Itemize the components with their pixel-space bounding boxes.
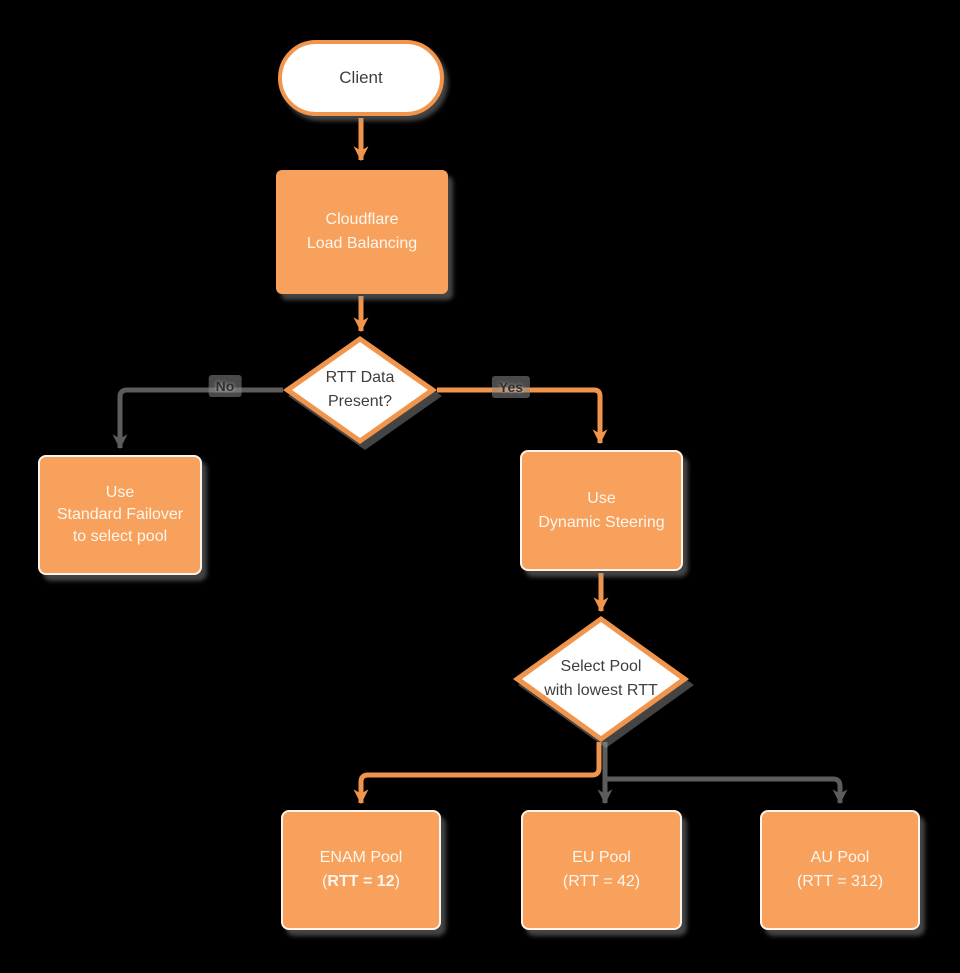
- node-standard-failover: Use Standard Failover to select pool: [38, 455, 202, 575]
- node-rtt-data-present-decision: RTT Data Present?: [283, 336, 442, 450]
- node-enam-pool-rtt-value: RTT = 12: [327, 873, 395, 890]
- node-rtt-decision-line2: Present?: [327, 393, 393, 410]
- node-select-pool-line2: with lowest RTT: [544, 682, 658, 699]
- edge-select-pool-to-enam: [353, 742, 602, 805]
- node-enam-pool-paren-close: ): [394, 873, 400, 890]
- node-eu-pool-line1: EU Pool: [572, 849, 631, 866]
- node-cloudflare-line2: Load Balancing: [306, 235, 418, 252]
- node-cloudflare-load-balancing: Cloudflare Load Balancing: [276, 170, 448, 294]
- node-dynamic-steering-line1: Use: [587, 489, 616, 507]
- node-cloudflare-line1: Cloudflare: [325, 211, 399, 228]
- node-rtt-decision-text: RTT Data Present?: [283, 336, 437, 444]
- node-dynamic-steering: Use Dynamic Steering: [520, 450, 683, 571]
- node-dynamic-steering-line2: Dynamic Steering: [538, 513, 665, 531]
- node-au-pool-line2: (RTT = 312): [796, 873, 884, 890]
- node-client-label: Client: [339, 68, 383, 87]
- node-eu-pool: EU Pool (RTT = 42): [521, 810, 682, 930]
- node-client: Client: [278, 40, 444, 116]
- edge-label-yes: Yes: [491, 376, 531, 398]
- node-standard-failover-line2: Standard Failover: [56, 506, 184, 523]
- edge-yes-to-dynamic-steering: [437, 387, 608, 445]
- node-enam-pool: ENAM Pool (RTT = 12): [281, 810, 441, 930]
- node-enam-pool-line2: (RTT = 12): [322, 870, 400, 894]
- node-enam-pool-line1: ENAM Pool: [319, 849, 403, 866]
- node-select-pool-text: Select Pool with lowest RTT: [513, 616, 689, 742]
- node-standard-failover-line1: Use: [105, 484, 135, 501]
- node-au-pool: AU Pool (RTT = 312): [760, 810, 920, 930]
- edge-select-pool-to-au: [605, 776, 848, 805]
- node-rtt-decision-line1: RTT Data: [325, 369, 395, 386]
- edge-label-no: No: [208, 375, 242, 397]
- node-au-pool-line1: AU Pool: [810, 849, 870, 866]
- edge-no-to-standard-failover: [112, 387, 283, 450]
- node-enam-pool-paren-open: (: [322, 873, 328, 890]
- node-eu-pool-line2: (RTT = 42): [562, 873, 641, 890]
- node-select-pool-line1: Select Pool: [560, 658, 642, 675]
- node-standard-failover-line3: to select pool: [72, 528, 168, 545]
- node-select-pool-decision: Select Pool with lowest RTT: [513, 616, 694, 748]
